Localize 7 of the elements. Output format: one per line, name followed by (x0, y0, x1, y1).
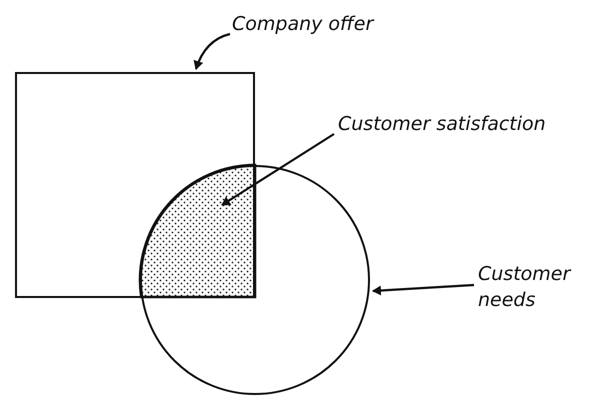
annotation-label: Company offer (232, 12, 452, 38)
leader-arrow (221, 133, 335, 206)
leader-arrow (194, 32, 230, 70)
annotation-label: Customer satisfaction (338, 112, 548, 138)
leader-arrow (372, 284, 474, 296)
annotation-label: Customer needs (478, 262, 588, 314)
dotted-overlap-area (138, 164, 256, 298)
